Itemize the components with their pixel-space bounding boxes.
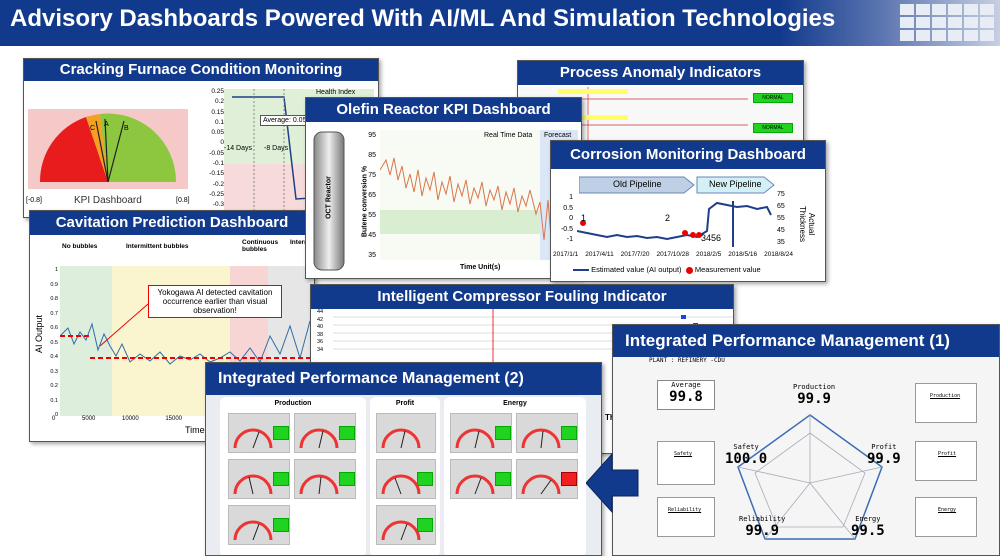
side-card-reliability: Reliability (657, 497, 715, 537)
side-card-energy: Energy (915, 497, 977, 537)
corrosion-panel[interactable]: Corrosion Monitoring Dashboard Old Pipel… (550, 140, 826, 282)
needle-c-label: C (90, 125, 96, 132)
gauge-label: KPI Dashboard (74, 195, 142, 206)
reactor-label: OCT Reactor (325, 176, 333, 219)
compressor-title: Intelligent Compressor Fouling Indicator (311, 285, 733, 309)
oct-reactor-vessel (313, 131, 345, 271)
gauge-card (228, 413, 290, 453)
gauge-card (516, 413, 578, 453)
cavitation-xlabel: Time (185, 425, 205, 435)
corrosion-chart (577, 201, 772, 247)
corrosion-legend: Estimated value (AI output) Measurement … (573, 265, 761, 274)
corrosion-title: Corrosion Monitoring Dashboard (551, 141, 825, 169)
phase-no-bubbles: No bubbles (62, 243, 98, 250)
phase-intermittent: Intermittent bubbles (126, 243, 189, 250)
needle-a-label: A (104, 121, 109, 128)
corrosion-ylabel-right: Actual Thickness (798, 205, 816, 242)
gauge-min: [-0.8] (26, 197, 42, 204)
gauge-max: [0.8] (176, 197, 190, 204)
header-bar: Advisory Dashboards Powered With AI/ML A… (0, 0, 1000, 46)
page-title: Advisory Dashboards Powered With AI/ML A… (10, 5, 836, 32)
pipeline-arrows (579, 176, 775, 194)
process-anomaly-title: Process Anomaly Indicators (518, 61, 803, 85)
side-card-safety: Safety (657, 441, 715, 485)
gauge-card (294, 413, 356, 453)
health-legend: Health Index (316, 89, 356, 96)
arrow-left-icon (586, 452, 639, 514)
gauge-card (294, 459, 356, 499)
new-pipeline-label: New Pipeline (709, 179, 762, 189)
gauge-card (376, 413, 436, 453)
side-card-profit: Profit (915, 441, 977, 481)
phase-intermi: Intermi (290, 239, 312, 246)
forecast-label: Forecast (544, 132, 572, 139)
olefin-reactor-title: Olefin Reactor KPI Dashboard (306, 98, 581, 122)
cavitation-title: Cavitation Prediction Dashboard (30, 211, 314, 235)
profit-kpi: Profit 99.9 (867, 443, 901, 467)
reliability-kpi: Reliability 99.9 (739, 515, 786, 539)
cracking-furnace-title: Cracking Furnace Condition Monitoring (24, 59, 378, 81)
phase-labels: No bubbles Intermittent bubbles Continuo… (30, 239, 314, 263)
cavitation-panel[interactable]: Cavitation Prediction Dashboard No bubbl… (29, 210, 315, 442)
gauge-card (228, 505, 290, 545)
day-label-14: -14 Days (224, 145, 253, 152)
gauge-card (228, 459, 290, 499)
side-card-production: Production (915, 383, 977, 423)
plant-label: PLANT : REFINERY -CDU (649, 357, 725, 364)
average-card: Average 99.8 (657, 380, 715, 410)
point-2-label: 2 (665, 213, 671, 223)
point-3456-label: 3456 (701, 233, 722, 243)
olefin-chart (380, 130, 578, 260)
gauge-card (516, 459, 578, 499)
radar-chart (737, 414, 883, 540)
kpi-gauge (28, 109, 188, 189)
anomaly-status-2: NORMAL (753, 123, 793, 133)
olefin-reactor-panel[interactable]: Olefin Reactor KPI Dashboard OCT Reactor… (305, 97, 582, 279)
point-1-label: 1 (581, 213, 587, 223)
production-kpi: Production 99.9 (793, 383, 836, 407)
gauge-card (450, 459, 512, 499)
old-pipeline-label: Old Pipeline (613, 179, 662, 189)
needle-b-label: B (124, 125, 129, 132)
decorative-squares (900, 4, 994, 41)
energy-kpi: Energy 99.5 (851, 515, 885, 539)
safety-kpi: Safety 100.0 (725, 443, 768, 467)
day-label-8: -8 Days (264, 145, 289, 152)
ipm1-panel[interactable]: Integrated Performance Management (1) PL… (612, 324, 1000, 556)
real-time-label: Real Time Data (484, 132, 533, 139)
average-box: Average: 0.05 (260, 115, 310, 126)
ipm2-panel[interactable]: Integrated Performance Management (2) Pr… (205, 362, 602, 556)
gauge-card (376, 459, 436, 499)
cavitation-ylabel: AI Output (34, 314, 45, 354)
gauge-card (450, 413, 512, 453)
ipm2-title: Integrated Performance Management (2) (206, 363, 601, 395)
anomaly-status-1: NORMAL (753, 93, 793, 103)
gauge-card (376, 505, 436, 545)
phase-continuous: Continuous bubbles (242, 239, 279, 253)
ipm1-title: Integrated Performance Management (1) (613, 325, 999, 357)
olefin-xlabel: Time Unit(s) (460, 264, 501, 271)
cavitation-callout: Yokogawa AI detected cavitation occurren… (148, 285, 282, 318)
